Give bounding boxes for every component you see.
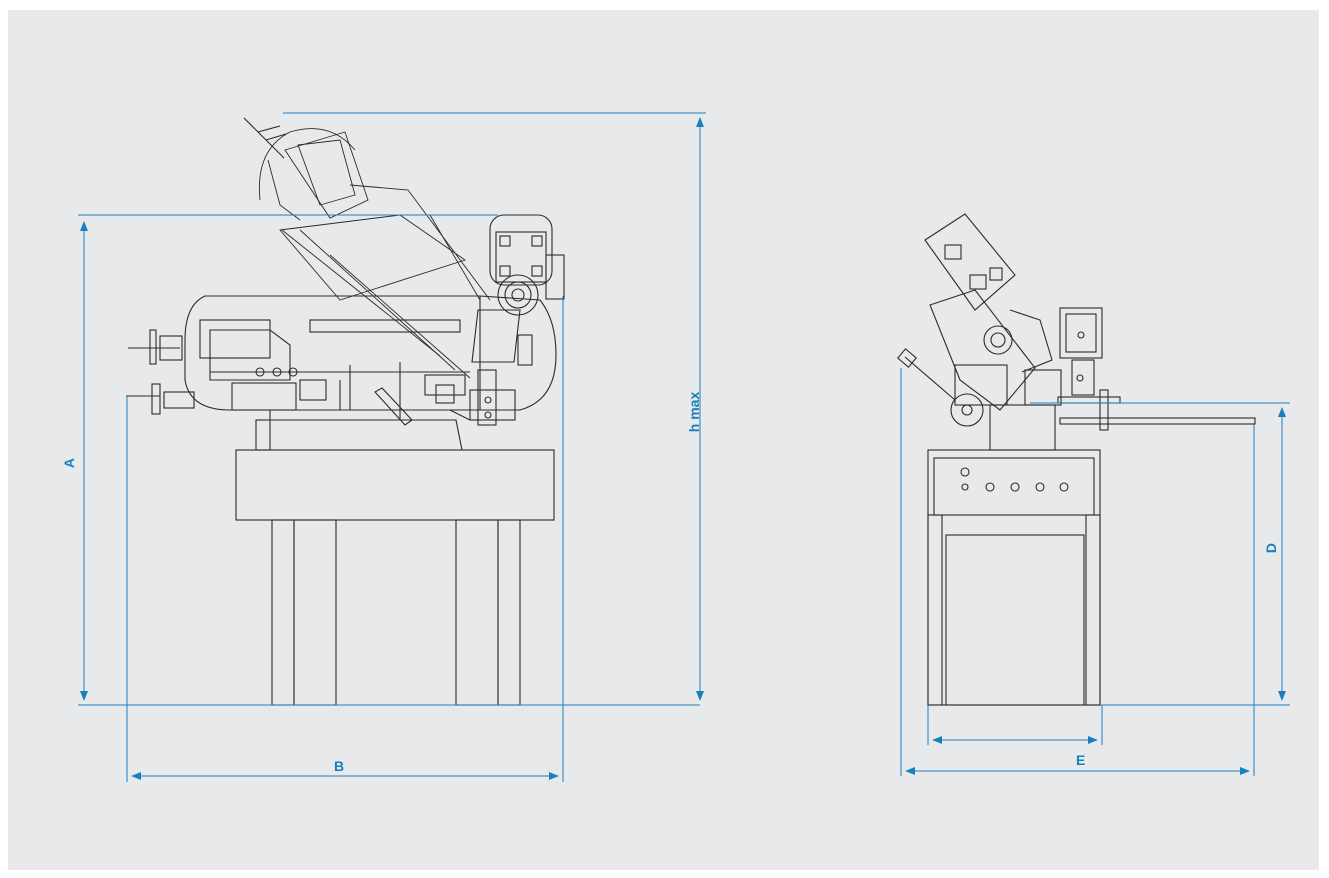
saw-arm bbox=[184, 295, 557, 426]
vise-stop bbox=[1057, 307, 1256, 431]
motor-assembly bbox=[471, 214, 565, 366]
dimension-label-e: E bbox=[1076, 752, 1086, 768]
dimension-lines bbox=[78, 112, 1290, 782]
front-view bbox=[897, 213, 1256, 706]
side-view bbox=[126, 117, 565, 706]
cabinet bbox=[927, 449, 1101, 706]
dimension-label-h-max: h max bbox=[686, 391, 702, 433]
dimension-label-a: A bbox=[61, 457, 78, 469]
stand-legs bbox=[271, 519, 521, 706]
base-table bbox=[235, 409, 555, 521]
saw-head bbox=[897, 213, 1062, 451]
handwheels bbox=[126, 117, 287, 415]
dimension-label-b: B bbox=[334, 758, 345, 774]
dimension-label-d: D bbox=[1263, 542, 1280, 554]
raised-arm bbox=[258, 128, 491, 379]
drawing-panel bbox=[8, 10, 1319, 870]
